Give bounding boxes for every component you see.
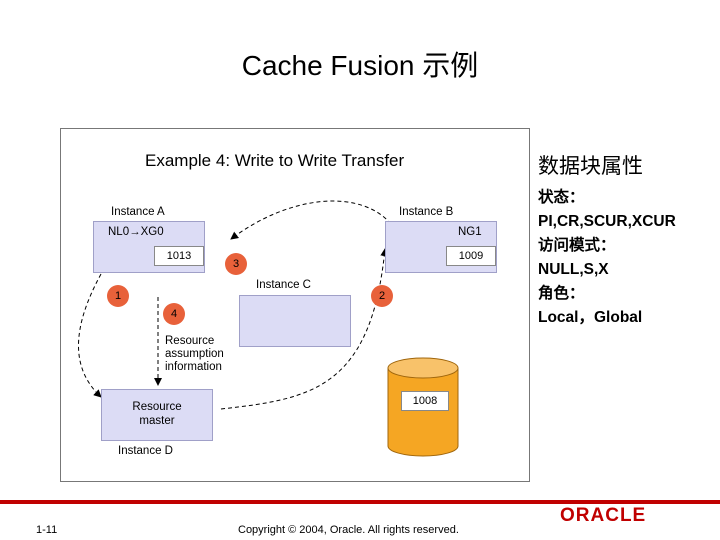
instance-a-block: 1013 — [154, 246, 204, 266]
instance-d-box: Resource master — [101, 389, 213, 441]
example-title: Example 4: Write to Write Transfer — [145, 151, 405, 170]
instance-b-box: NG1 1009 — [385, 221, 497, 273]
copyright-text: Copyright © 2004, Oracle. All rights res… — [238, 524, 459, 536]
footer-divider — [0, 500, 720, 504]
slide-title: Cache Fusion 示例 — [241, 50, 479, 81]
instance-c-label: Instance C — [256, 279, 311, 291]
instance-b-block: 1009 — [446, 246, 496, 266]
instance-b-label: Instance B — [399, 206, 454, 218]
arrow-b-to-a — [230, 200, 392, 240]
side-line-mode-values: NULL,S,X — [538, 261, 609, 278]
instance-c-box — [239, 295, 351, 347]
cache-fusion-diagram: Example 4: Write to Write Transfer Insta… — [60, 128, 530, 482]
step-2-circle: 2 — [371, 285, 393, 307]
side-line-role-label: 角色： — [538, 285, 585, 302]
instance-d-label: Instance D — [118, 445, 173, 457]
side-line-state-values: PI,CR,SCUR,XCUR — [538, 213, 676, 230]
step-4-circle: 4 — [163, 303, 185, 325]
oracle-logo: ORACLE — [560, 505, 647, 526]
instance-b-mode: NG1 — [458, 226, 482, 238]
arrow-a-to-master — [78, 273, 102, 398]
side-line-mode-label: 访问模式： — [538, 237, 616, 254]
side-line-role-values: Local，Global — [538, 309, 643, 326]
block-attributes-title: 数据块属性 — [538, 155, 643, 178]
side-line-state-label: 状态： — [538, 189, 585, 206]
instance-a-box: NL0→XG0 1013 — [93, 221, 205, 273]
step-1-circle: 1 — [107, 285, 129, 307]
slide-number: 1-11 — [36, 524, 58, 536]
step-3-circle: 3 — [225, 253, 247, 275]
disk-cylinder — [387, 357, 459, 457]
resource-assumption-text: Resource assumption information — [165, 335, 224, 373]
disk-block: 1008 — [401, 391, 449, 411]
block-attributes-panel: 数据块属性 状态： PI,CR,SCUR,XCUR 访问模式： NULL,S,X… — [538, 150, 676, 330]
resource-master-label: Resource master — [132, 401, 182, 427]
instance-a-label: Instance A — [111, 206, 165, 218]
instance-a-mode: NL0→XG0 — [108, 226, 164, 238]
